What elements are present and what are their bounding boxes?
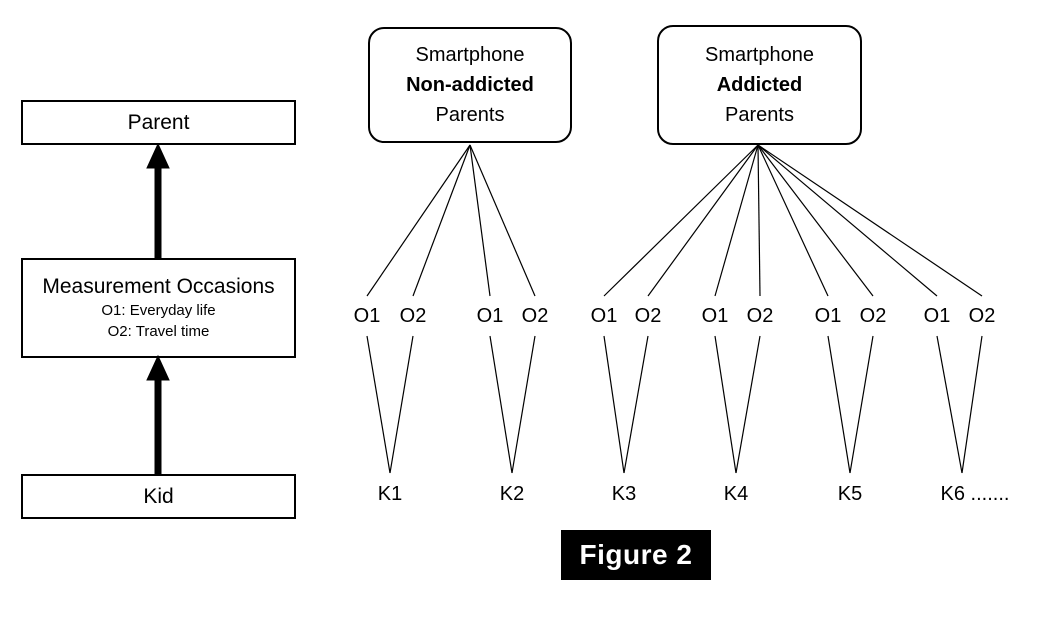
occasion-to-kid-line-7: [735, 335, 761, 474]
figure-caption: Figure 2: [561, 530, 711, 580]
parent-group-addicted-line3: Parents: [725, 104, 794, 126]
fan-line-non-addicted-0: [366, 144, 471, 297]
parent-group-non-addicted: Smartphone Non-addicted Parents: [368, 27, 572, 143]
occasion-node-addicted-5: O2: [634, 305, 662, 327]
occasion-to-kid-line-4: [603, 335, 625, 474]
occasion-node-addicted-8: O1: [814, 305, 842, 327]
occasion-to-kid-line-8: [827, 335, 851, 474]
occasion-node-addicted-4: O1: [590, 305, 618, 327]
level-box-measurement-occasions: Measurement Occasions O1: Everyday life …: [21, 258, 296, 358]
kid-node-1: K1: [377, 483, 403, 505]
occasion-to-kid-connectors: [366, 335, 983, 474]
occasion-to-kid-line-9: [849, 335, 874, 474]
kid-node-4: K4: [723, 483, 749, 505]
fan-line-addicted-10: [757, 144, 938, 297]
fan-line-non-addicted-2: [469, 144, 491, 297]
fan-line-addicted-8: [757, 144, 829, 297]
level-box-parent-label: Parent: [127, 110, 190, 134]
arrow-measurement-to-parent: [146, 142, 170, 258]
occasion-node-non-addicted-0: O1: [353, 305, 381, 327]
fan-line-addicted-11: [757, 144, 983, 297]
occasion-node-non-addicted-2: O1: [476, 305, 504, 327]
occasion-to-kid-line-5: [623, 335, 649, 474]
fan-line-addicted-5: [647, 144, 759, 297]
measurement-occasion-o2-description: O2: Travel time: [107, 323, 210, 340]
occasion-node-addicted-10: O1: [923, 305, 951, 327]
parent-group-addicted-line2: Addicted: [716, 74, 803, 96]
parent-group-non-addicted-line3: Parents: [435, 104, 505, 126]
fan-line-addicted-4: [603, 144, 759, 297]
occasion-to-kid-line-2: [489, 335, 513, 474]
fan-line-non-addicted-1: [412, 144, 471, 297]
parent-group-non-addicted-line2: Non-addicted: [406, 74, 534, 96]
occasion-node-non-addicted-3: O2: [521, 305, 549, 327]
fan-line-addicted-7: [757, 144, 761, 297]
occasion-to-kid-line-1: [389, 335, 414, 474]
parent-group-addicted: Smartphone Addicted Parents: [657, 25, 862, 145]
parent-group-addicted-line1: Smartphone: [705, 44, 814, 66]
occasion-to-kid-line-11: [961, 335, 983, 474]
level-box-kid: Kid: [21, 474, 296, 519]
occasion-to-kid-line-0: [366, 335, 391, 474]
occasion-node-addicted-7: O2: [746, 305, 774, 327]
fan-line-addicted-9: [757, 144, 874, 297]
kid-node-3: K3: [611, 483, 637, 505]
occasion-node-non-addicted-1: O2: [399, 305, 427, 327]
occasion-node-addicted-6: O1: [701, 305, 729, 327]
occasion-to-kid-line-6: [714, 335, 737, 474]
fan-line-addicted-6: [714, 144, 759, 297]
level-box-kid-label: Kid: [143, 484, 174, 508]
fan-lines-addicted: [603, 144, 983, 297]
occasion-node-addicted-9: O2: [859, 305, 887, 327]
occasion-to-kid-line-3: [511, 335, 536, 474]
level-box-parent: Parent: [21, 100, 296, 145]
fan-lines-non-addicted: [366, 144, 536, 297]
kid-node-2: K2: [499, 483, 525, 505]
parent-group-non-addicted-line1: Smartphone: [415, 44, 525, 66]
fan-line-non-addicted-3: [469, 144, 536, 297]
kid-node-5: K5: [837, 483, 863, 505]
measurement-occasion-o1-description: O1: Everyday life: [101, 302, 216, 319]
occasion-to-kid-line-10: [936, 335, 963, 474]
arrow-kid-to-measurement: [146, 354, 170, 474]
occasion-node-addicted-11: O2: [968, 305, 996, 327]
kid-node-6: K6 .......: [940, 483, 1010, 505]
level-box-measurement-occasions-label: Measurement Occasions: [42, 275, 275, 298]
